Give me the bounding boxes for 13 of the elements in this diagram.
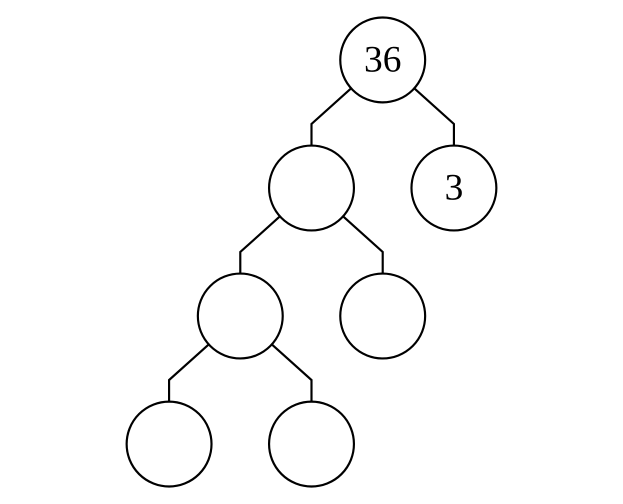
connector bbox=[342, 216, 384, 274]
node-circle: 36 bbox=[339, 16, 426, 104]
node-circle bbox=[339, 272, 426, 360]
node-circle: 3 bbox=[410, 144, 498, 232]
node-circle bbox=[268, 144, 356, 232]
connector bbox=[239, 216, 281, 274]
connector bbox=[271, 344, 313, 402]
connector bbox=[168, 344, 210, 402]
node-circle bbox=[126, 400, 213, 488]
connector bbox=[310, 88, 352, 146]
connector bbox=[414, 88, 455, 146]
node-circle bbox=[196, 272, 284, 360]
node-circle bbox=[268, 400, 356, 488]
